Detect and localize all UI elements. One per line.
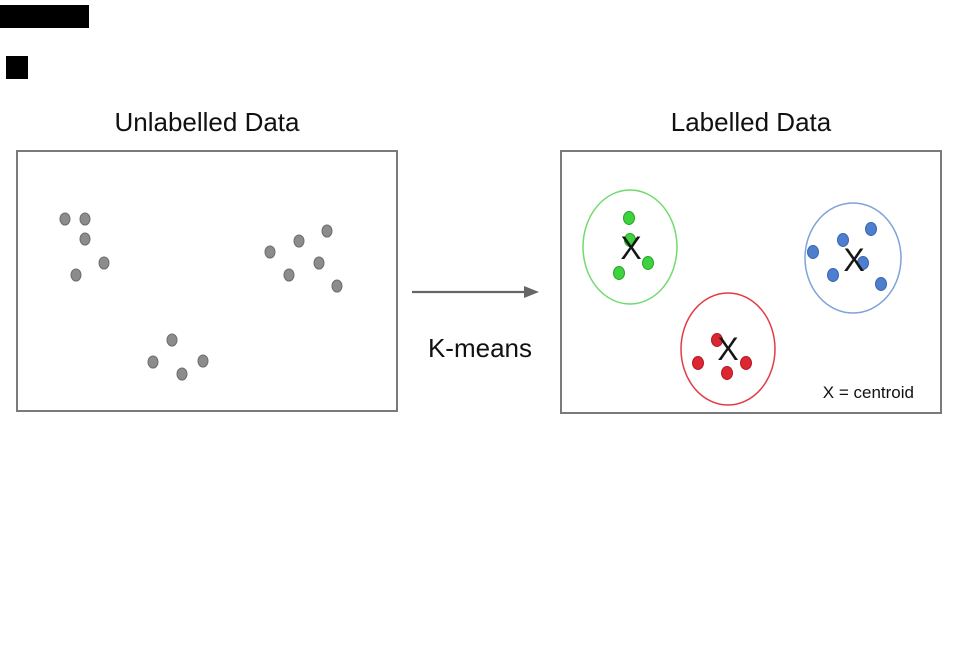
data-point-green: [642, 256, 654, 270]
unlabelled-data-box: [16, 150, 398, 412]
data-point-red: [721, 366, 733, 380]
data-point: [79, 232, 91, 246]
cluster-circle-green: [582, 189, 678, 305]
data-point-blue: [807, 245, 819, 259]
data-point-green: [624, 233, 636, 247]
black-artifact-square: [6, 56, 28, 79]
data-point-blue: [837, 233, 849, 247]
cluster-circle-blue: [804, 202, 902, 314]
data-point: [176, 367, 188, 381]
data-point-green: [623, 211, 635, 225]
arrow-head-icon: [524, 286, 539, 298]
data-point: [283, 268, 295, 282]
centroid-x-red: X: [717, 331, 738, 367]
data-point: [321, 224, 333, 238]
data-point-blue: [857, 256, 869, 270]
centroid-x-green: X: [620, 230, 641, 266]
data-point: [197, 354, 209, 368]
data-point: [313, 256, 325, 270]
data-point-blue: [865, 222, 877, 236]
labelled-scatter-plot: X X X: [582, 189, 902, 406]
data-point: [166, 333, 178, 347]
labelled-data-title: Labelled Data: [670, 107, 832, 137]
data-point-red: [692, 356, 704, 370]
kmeans-arrow: [410, 283, 540, 301]
data-point: [147, 355, 159, 369]
data-point: [331, 279, 343, 293]
data-point: [59, 212, 71, 226]
data-point-red: [740, 356, 752, 370]
centroid-x-blue: X: [843, 242, 864, 278]
kmeans-label: K-means: [427, 333, 533, 363]
cluster-circle-red: [680, 292, 776, 406]
black-artifact-bar: [0, 5, 89, 28]
data-point: [70, 268, 82, 282]
centroid-legend: X = centroid: [822, 383, 914, 402]
data-point: [98, 256, 110, 270]
data-point-blue: [875, 277, 887, 291]
data-point-green: [613, 266, 625, 280]
data-point-red: [711, 333, 723, 347]
data-point: [293, 234, 305, 248]
data-point: [79, 212, 91, 226]
unlabelled-scatter-plot: [59, 212, 343, 381]
unlabelled-data-title: Unlabelled Data: [114, 107, 300, 137]
labelled-data-box: X X X X = centroid: [560, 150, 942, 414]
data-point-blue: [827, 268, 839, 282]
data-point: [264, 245, 276, 259]
